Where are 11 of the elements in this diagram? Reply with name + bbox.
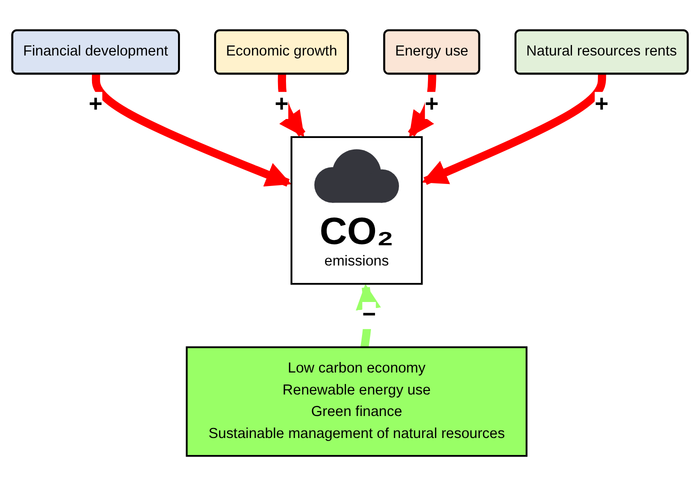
node-box: Low carbon economy Renewable energy use Green finance Sustainable management of natural resources bbox=[186, 346, 528, 457]
arrow bbox=[92, 74, 292, 187]
arrow bbox=[408, 74, 436, 138]
edge-label: + bbox=[594, 90, 608, 118]
arrow bbox=[278, 74, 306, 138]
edge-label: + bbox=[424, 90, 439, 118]
edge-label: + bbox=[274, 90, 288, 118]
edge-label: − bbox=[362, 300, 376, 328]
edge-label: + bbox=[88, 90, 102, 118]
arrow bbox=[422, 74, 606, 185]
node-box: CO₂ emissions bbox=[290, 136, 423, 285]
